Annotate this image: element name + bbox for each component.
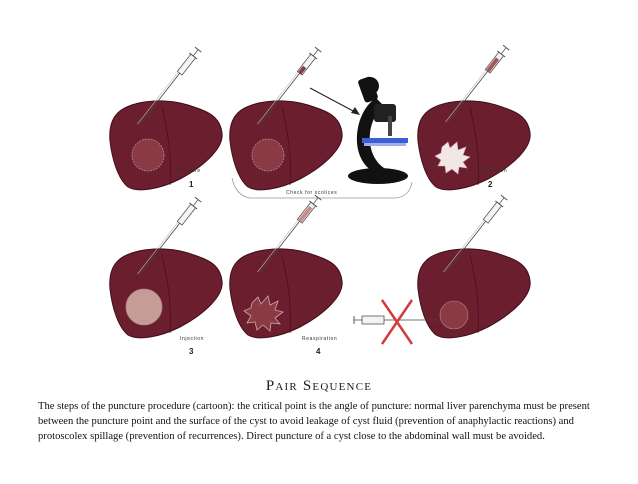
check-label: Check for scolices <box>286 190 338 196</box>
liver-aspiration <box>417 100 531 191</box>
check-bracket <box>231 177 413 199</box>
syringe-check <box>254 46 323 129</box>
step-number-1: 1 <box>189 180 194 189</box>
diagram-caption: The steps of the puncture procedure (car… <box>38 401 590 442</box>
diagram-title: Pair Sequence <box>265 378 373 394</box>
step-number-3: 3 <box>189 347 194 356</box>
step-label-aspiration: Aspiration <box>479 168 508 174</box>
liver-direct-puncture <box>417 248 531 339</box>
liver-puncture <box>109 100 223 191</box>
cross-icon <box>380 299 414 345</box>
liver-reaspiration <box>229 248 343 339</box>
step-label-puncture: Puncture <box>176 168 201 174</box>
liver-check <box>229 100 343 191</box>
microscope-icon <box>348 76 408 184</box>
syringe-reaspiration <box>254 194 323 277</box>
syringe-aspiration <box>442 44 511 127</box>
arrow-to-microscope <box>309 87 356 113</box>
syringe-horizontal <box>353 315 440 325</box>
arrow-head <box>351 107 360 115</box>
step-number-2: 2 <box>488 180 493 189</box>
step-label-reaspiration: Reaspiration <box>302 336 338 342</box>
liver-injection <box>109 248 223 339</box>
step-label-injection: Injection <box>180 336 205 342</box>
step-number-4: 4 <box>316 347 321 356</box>
